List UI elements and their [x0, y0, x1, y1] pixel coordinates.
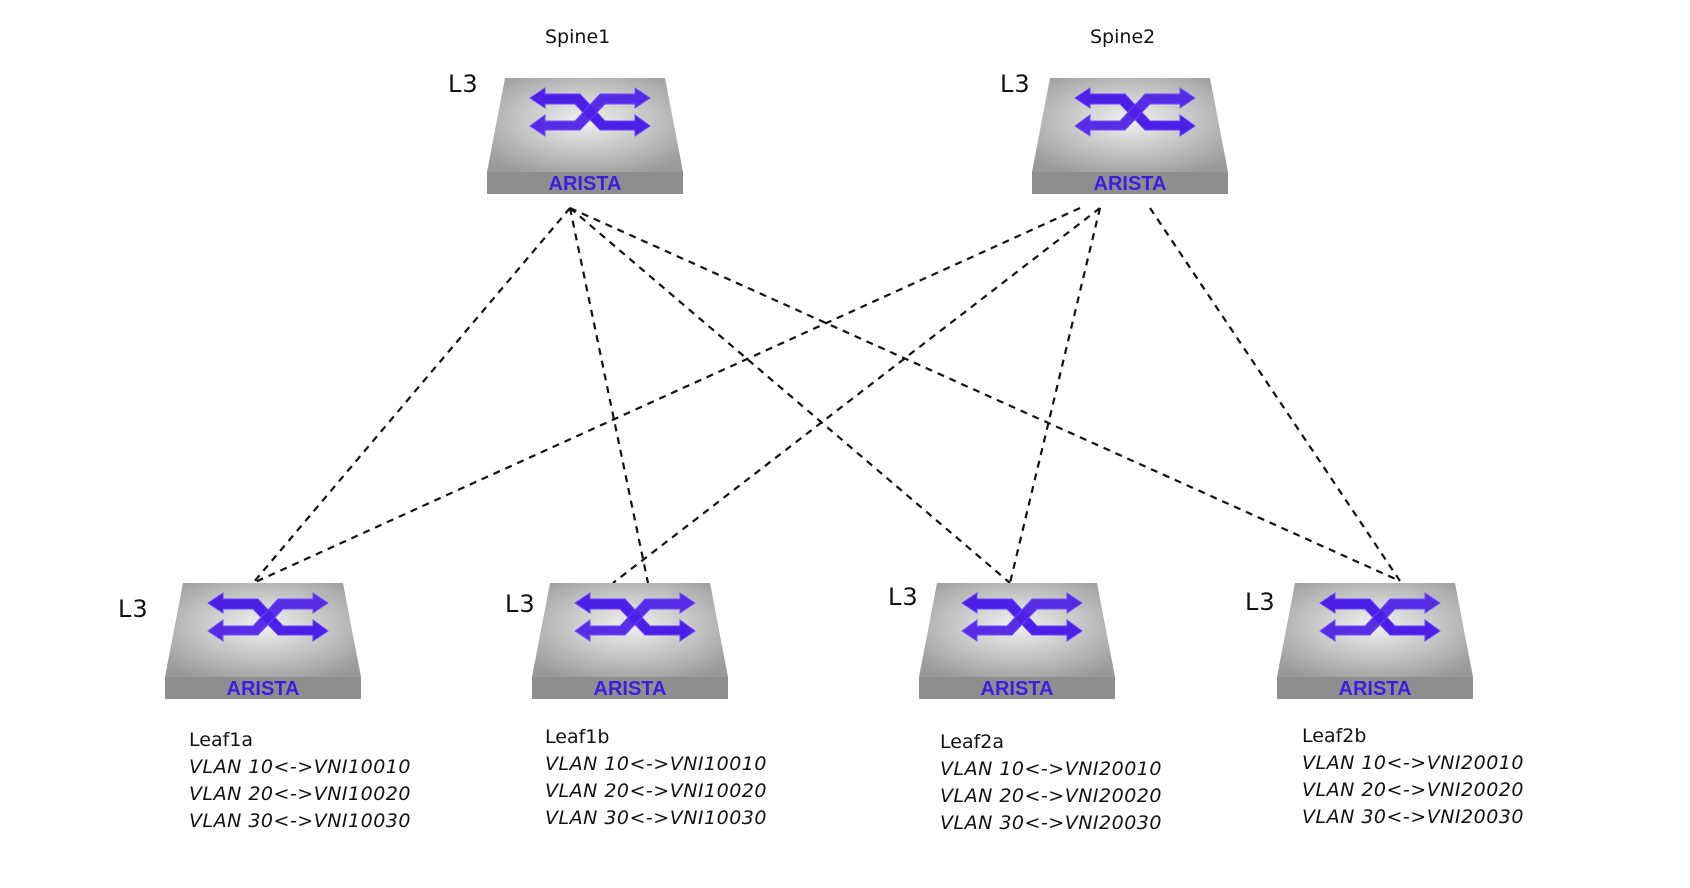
- link-spine1-leaf1a: [252, 207, 571, 584]
- leaf2a-switch-icon[interactable]: ARISTA: [917, 581, 1117, 706]
- leaf1a-brand: ARISTA: [227, 678, 300, 700]
- spine2-name: Spine2: [1090, 26, 1156, 48]
- leaf1b-name: Leaf1b: [545, 726, 610, 748]
- leaf1b-layer-label: L3: [505, 590, 536, 618]
- leaf2b-layer-label: L3: [1245, 588, 1276, 616]
- leaf1b-vlan10-mapping: VLAN 10<->VNI10010: [545, 753, 767, 775]
- leaf1a-vlan10-mapping: VLAN 10<->VNI10010: [189, 756, 411, 778]
- spine1-name: Spine1: [545, 26, 611, 48]
- leaf2a-info: Leaf2a VLAN 10<->VNI20010 VLAN 20<->VNI2…: [940, 729, 1162, 837]
- link-spine2-leaf1b: [612, 207, 1101, 584]
- leaf2a-vlan30-mapping: VLAN 30<->VNI20030: [940, 812, 1162, 834]
- spine2-switch-icon[interactable]: ARISTA: [1030, 76, 1230, 201]
- spine1-switch-icon[interactable]: ARISTA: [485, 76, 685, 201]
- leaf1b-info: Leaf1b VLAN 10<->VNI10010 VLAN 20<->VNI1…: [545, 724, 767, 832]
- leaf1a-name: Leaf1a: [189, 729, 254, 751]
- leaf2a-vlan20-mapping: VLAN 20<->VNI20020: [940, 785, 1162, 807]
- leaf2b-info: Leaf2b VLAN 10<->VNI20010 VLAN 20<->VNI2…: [1302, 723, 1524, 831]
- leaf1a-vlan30-mapping: VLAN 30<->VNI10030: [189, 810, 411, 832]
- leaf1a-info: Leaf1a VLAN 10<->VNI10010 VLAN 20<->VNI1…: [189, 727, 411, 835]
- leaf1a-vlan20-mapping: VLAN 20<->VNI10020: [189, 783, 411, 805]
- spine1-layer-label: L3: [448, 70, 479, 98]
- link-spine2-leaf2a: [1008, 207, 1102, 584]
- leaf2a-vlan10-mapping: VLAN 10<->VNI20010: [940, 758, 1162, 780]
- link-spine1-leaf2b: [569, 206, 1401, 583]
- link-spine2-leaf1a: [252, 206, 1081, 585]
- leaf2b-vlan30-mapping: VLAN 30<->VNI20030: [1302, 806, 1524, 828]
- spine2-brand: ARISTA: [1094, 173, 1167, 195]
- leaf2a-brand: ARISTA: [981, 678, 1054, 700]
- leaf2b-vlan20-mapping: VLAN 20<->VNI20020: [1302, 779, 1524, 801]
- leaf1b-vlan20-mapping: VLAN 20<->VNI10020: [545, 780, 767, 802]
- leaf2a-layer-label: L3: [888, 583, 919, 611]
- leaf2b-switch-icon[interactable]: ARISTA: [1275, 581, 1475, 706]
- spine2-layer-label: L3: [1000, 70, 1031, 98]
- leaf1b-brand: ARISTA: [594, 678, 667, 700]
- leaf2a-name: Leaf2a: [940, 731, 1005, 753]
- leaf1b-switch-icon[interactable]: ARISTA: [530, 581, 730, 706]
- leaf1a-switch-icon[interactable]: ARISTA: [163, 581, 363, 706]
- leaf2b-vlan10-mapping: VLAN 10<->VNI20010: [1302, 752, 1524, 774]
- link-spine2-leaf2b: [1149, 207, 1401, 582]
- leaf1b-vlan30-mapping: VLAN 30<->VNI10030: [545, 807, 767, 829]
- leaf1a-layer-label: L3: [118, 595, 149, 623]
- leaf2b-name: Leaf2b: [1302, 725, 1367, 747]
- link-spine1-leaf2a: [569, 207, 1011, 584]
- link-spine1-leaf1b: [568, 207, 650, 584]
- leaf2b-brand: ARISTA: [1339, 678, 1412, 700]
- spine1-brand: ARISTA: [549, 173, 622, 195]
